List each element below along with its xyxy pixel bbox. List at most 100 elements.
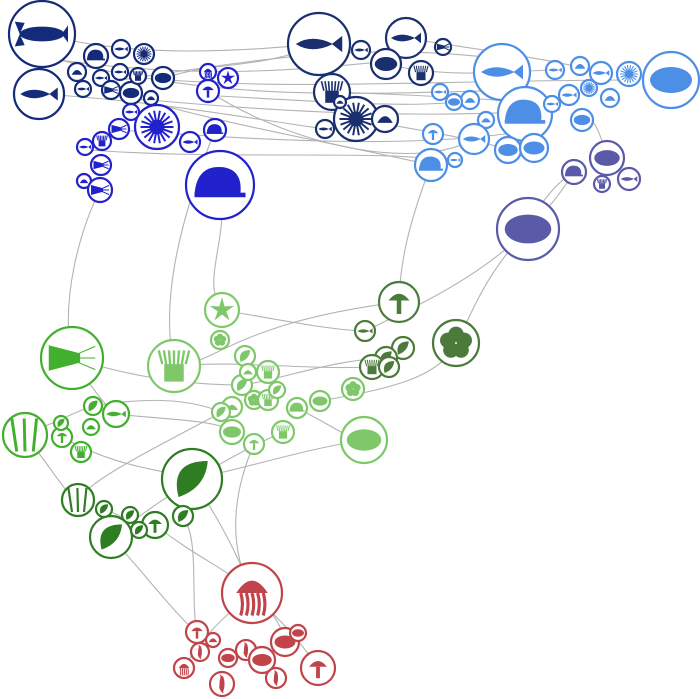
anemone-icon [74,445,88,458]
fish-icon [546,101,558,107]
node-light-blue [544,59,566,81]
node-light-blue [430,82,450,102]
node-light-blue [579,78,599,98]
anemone-icon [261,365,275,379]
node-dark-navy [369,47,403,81]
node-dark-navy [350,39,372,61]
node-light-blue [557,83,581,107]
shell-icon [79,179,89,184]
node-light-green [218,418,246,446]
node-dark-navy [332,95,380,143]
node-red [208,670,236,698]
flower-icon [440,326,472,358]
node-light-green [267,380,287,400]
node-forest [129,520,149,540]
sea-urchin-icon [620,65,638,83]
node-green [69,440,93,464]
worm-icon [273,670,279,686]
anemone-icon [413,65,429,81]
shell-icon [336,100,344,104]
leaf-icon [239,350,251,362]
fish-icon [114,69,126,75]
leaf-icon [134,525,144,535]
node-navy [7,0,77,69]
snail-icon [87,49,105,61]
node-light-green [255,359,281,385]
node-circle [340,376,366,402]
blob-icon [223,426,241,438]
sea-urchin-icon [136,46,152,62]
node-light-green [203,291,241,329]
fish-icon [548,67,562,73]
leaf-icon [100,524,123,550]
anemone-icon [157,350,191,382]
fish-icon [449,158,461,162]
starfish-icon [209,297,235,321]
snail-icon [206,124,224,134]
node-navy [142,89,160,107]
node-light-green [238,362,258,382]
blob-icon [292,629,304,637]
node-navy [132,42,156,66]
squid-icon [48,345,96,371]
node-light-blue [569,107,595,133]
mushroom-icon [56,432,68,443]
mushroom-icon [388,293,410,314]
blob-icon [594,150,620,166]
node-dark-green [353,319,377,343]
node-blue [107,117,131,141]
mushroom-icon [148,519,162,533]
node-blue [75,137,95,157]
node-light-blue [421,122,445,146]
node-circle [209,329,231,351]
squid-icon [93,160,109,170]
worm-icon [197,644,202,660]
node-forest [60,482,96,518]
snail-icon [565,165,583,177]
node-forest [120,505,140,525]
blob-icon [252,653,272,667]
node-dark-green [431,318,481,368]
fish-icon [592,70,610,76]
leaf-icon [272,385,282,395]
edge [221,309,366,332]
mushroom-icon [309,660,327,679]
node-slate [592,174,612,194]
fish-icon [77,86,89,92]
fish-icon [462,135,486,143]
fish-icon [20,87,58,101]
leaf-icon [176,461,208,497]
leaf-icon [397,341,409,355]
node-light-blue [569,55,591,77]
node-red [189,641,211,663]
node-dark-green [358,353,386,381]
shell-icon [71,69,83,75]
blob-icon [346,429,382,451]
squid-icon [91,185,110,195]
blob-icon [221,653,235,663]
node-light-green [210,401,232,423]
blob-icon [122,87,140,99]
node-light-blue [472,42,532,102]
node-slate [560,158,588,186]
edge [89,149,441,161]
node-green [82,395,104,417]
node-navy [128,66,148,86]
starfish-icon [220,70,236,85]
node-forest [171,504,195,528]
worm-icon [243,642,249,658]
mushroom-icon [191,627,203,639]
shell-icon [208,638,218,643]
sea-urchin-icon [140,110,174,144]
jellyfish-icon [236,580,268,616]
blob-icon [312,396,328,406]
node-blue [89,153,113,177]
shell-icon [574,63,586,69]
leaf-icon [125,510,135,520]
leaf-icon [216,406,226,418]
edge [182,515,198,633]
node-green [101,399,131,429]
node-navy [73,79,93,99]
squid-icon [437,43,450,51]
